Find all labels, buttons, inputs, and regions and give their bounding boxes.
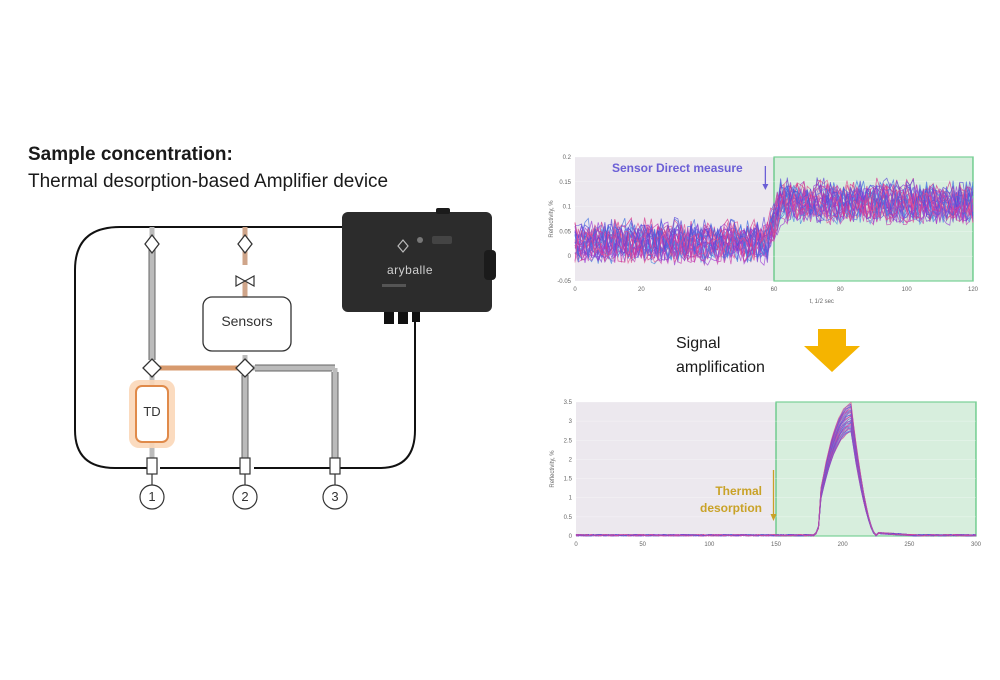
series-line	[574, 185, 974, 261]
td-box	[135, 385, 169, 443]
thermal-desorption-line2: desorption	[700, 501, 762, 515]
x-tick-label: 20	[638, 287, 645, 293]
x-tick-label: 300	[971, 542, 982, 548]
y-tick-label: 1.5	[564, 477, 573, 483]
title-block: Sample concentration: Thermal desorption…	[28, 143, 388, 195]
y-tick-label: 3.5	[564, 400, 573, 406]
series-line	[574, 184, 974, 259]
y-tick-label: 1	[569, 496, 573, 502]
amplification-arrow-icon	[804, 329, 860, 372]
y-tick-label: 2	[569, 457, 573, 463]
x-tick-label: 0	[574, 542, 578, 548]
x-tick-label: 250	[904, 542, 915, 548]
x-tick-label: 60	[771, 287, 778, 293]
amplification-label-line1: Signal	[676, 335, 721, 352]
series-line	[574, 189, 974, 264]
y-tick-label: 0	[568, 254, 572, 260]
x-tick-label: 80	[837, 287, 844, 293]
port-circles	[139, 484, 348, 510]
port-3-label: 3	[331, 489, 339, 504]
y-tick-label: 0.1	[563, 205, 572, 211]
thermal-desorption-annotation: Thermal desorption	[690, 483, 762, 517]
chart-region	[576, 402, 776, 536]
tube-outlines	[148, 240, 339, 458]
annotation-arrowhead	[762, 184, 769, 190]
title-subtitle: Thermal desorption-based Amplifier devic…	[28, 171, 389, 192]
port-1-label: 1	[148, 489, 156, 504]
x-tick-label: 40	[704, 287, 711, 293]
title-main: Sample concentration:	[28, 144, 233, 165]
sensors-label: Sensors	[221, 313, 273, 329]
x-tick-label: 120	[968, 287, 979, 293]
y-tick-label: 0.5	[564, 515, 573, 521]
y-tick-label: 0.2	[563, 155, 572, 161]
y-tick-label: 0.05	[559, 229, 571, 235]
x-tick-label: 50	[639, 542, 646, 548]
junction-valves	[142, 233, 255, 378]
device-brand-logo: aryballe	[387, 263, 434, 277]
y-axis-label: Reflectivity, %	[550, 450, 556, 488]
x-tick-label: 0	[573, 287, 577, 293]
series-line	[574, 177, 974, 252]
direct-measure-annotation: Sensor Direct measure	[612, 161, 743, 175]
x-tick-label: 200	[838, 542, 849, 548]
sensors-box	[202, 296, 292, 352]
amplification-label: Signal amplification	[676, 332, 765, 380]
thermal-desorption-line1: Thermal	[715, 484, 762, 498]
series-line	[575, 401, 977, 537]
amplification-label-line2: amplification	[676, 359, 765, 376]
y-tick-label: -0.05	[557, 279, 571, 285]
port-2-label: 2	[241, 489, 249, 504]
port-stems	[151, 474, 336, 486]
y-axis-label: Reflectivity, %	[549, 200, 555, 238]
x-tick-label: 100	[704, 542, 715, 548]
td-label: TD	[143, 404, 161, 419]
y-tick-label: 3	[569, 419, 573, 425]
chart-region	[776, 402, 976, 536]
annotation-arrowhead	[770, 514, 777, 521]
aryballe-device	[342, 208, 496, 324]
chart-amplified-signal: 0 50 100 150 200 250 300 0 0.5 1 1.5 2 2.5 3 3.5Reflec…	[550, 400, 982, 548]
x-axis-label: t, 1/2 sec	[810, 299, 834, 305]
x-tick-label: 100	[902, 287, 913, 293]
x-tick-label: 150	[771, 542, 782, 548]
y-tick-label: 0	[569, 534, 573, 540]
valve-icon	[235, 274, 255, 288]
y-tick-label: 0.15	[559, 180, 571, 186]
y-tick-label: 2.5	[564, 438, 573, 444]
outer-loop-wire	[74, 226, 416, 469]
